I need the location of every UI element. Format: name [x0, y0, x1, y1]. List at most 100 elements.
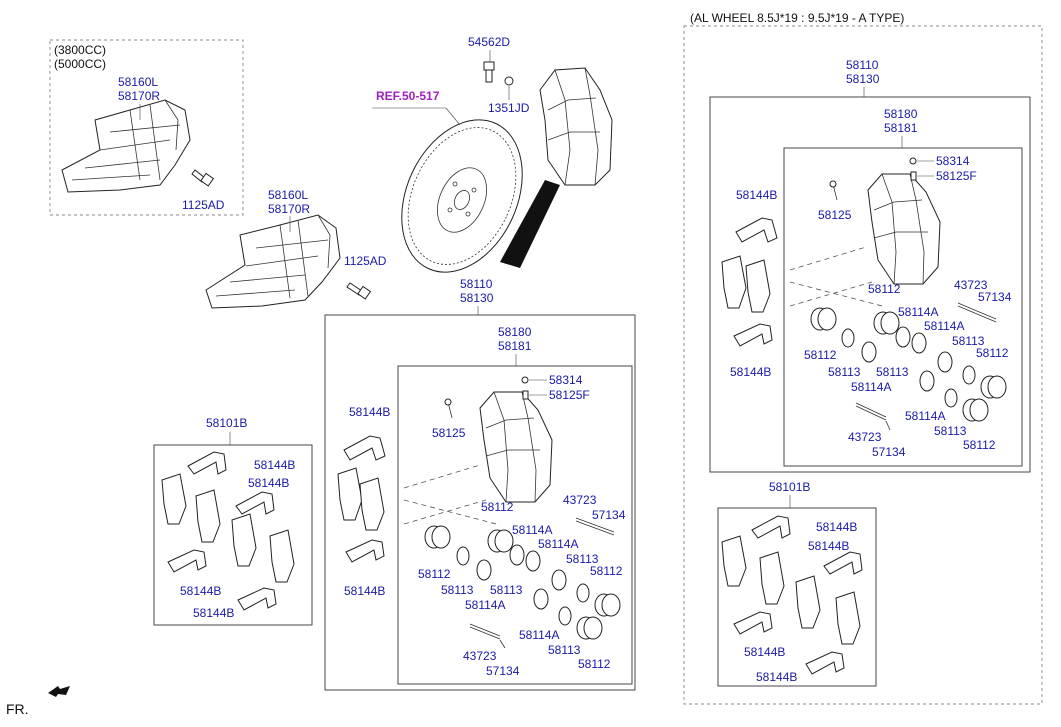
- washer-part-no: 1351JD: [488, 101, 530, 115]
- caliper-assy-box-left: [324, 314, 636, 691]
- pin-left-icon: [444, 398, 453, 419]
- clip-part-no-right-a: 58144B: [736, 188, 777, 202]
- boot-left-3: [551, 569, 567, 591]
- boot-part-no-right-d: 58114A: [905, 409, 945, 423]
- spring-part-no-right-b: 57134: [872, 445, 906, 459]
- boot-part-no-left-a: 58114A: [512, 523, 552, 537]
- piston-part-no-right-b: 58112: [804, 348, 837, 362]
- caliper-body-left: [479, 391, 553, 503]
- seal-left-4: [558, 606, 572, 626]
- shield-bottom-part-no-l: 58160L: [268, 188, 308, 202]
- spring-pin-part-no-right-b: 43723: [848, 430, 882, 444]
- bolt-top-icon: [191, 169, 215, 187]
- bleeder-cap-right-icon: [909, 157, 917, 165]
- pad-kit-left-items: [161, 451, 295, 611]
- piston-right-4: [962, 398, 989, 422]
- boot-left-4: [533, 588, 549, 610]
- piston-part-no-left-a: 58112: [481, 500, 514, 514]
- engine-option-1: (3800CC): [54, 43, 106, 57]
- clip-left-top: [343, 435, 386, 461]
- seal-part-no-right-b: 58113: [876, 365, 909, 379]
- seal-part-no-right-c: 58113: [952, 334, 985, 348]
- clip-left-bottom: [345, 539, 385, 563]
- bleeder-cap-left-icon: [521, 376, 529, 384]
- pad-right-a: [721, 255, 747, 309]
- pad-kit-box-right: [717, 507, 877, 687]
- seal-right-4: [944, 388, 958, 408]
- clip-right-bottom: [733, 323, 773, 347]
- caliper-bolt-part-no: 54562D: [468, 35, 510, 49]
- piston-part-no-right-d: 58112: [963, 438, 996, 452]
- clip-part-no-padkit-right-c: 58144B: [744, 645, 785, 659]
- boot-part-no-left-b: 58114A: [538, 537, 578, 551]
- clip-part-no-padkit-left-c: 58144B: [180, 584, 221, 598]
- spring-pin-part-no-left-a: 43723: [563, 493, 597, 507]
- caliper-mounted: [539, 67, 613, 186]
- piston-part-no-right-a: 58112: [868, 282, 901, 296]
- front-label: FR.: [6, 701, 29, 717]
- spring-part-no-left-a: 57134: [592, 508, 626, 522]
- clip-part-no-padkit-right-d: 58144B: [756, 670, 797, 684]
- clip-part-no-right-b: 58144B: [730, 365, 771, 379]
- seal-left-1: [456, 546, 470, 566]
- boot-right-3: [937, 351, 953, 373]
- seal-right-2: [861, 341, 877, 363]
- piston-right-1: [810, 307, 837, 331]
- boot-right-4: [919, 370, 935, 392]
- clip-part-no-padkit-left-b: 58144B: [248, 476, 289, 490]
- caliper-box-left: [397, 365, 633, 685]
- seal-part-no-right-d: 58113: [934, 424, 967, 438]
- piston-right-3: [980, 375, 1007, 399]
- boot-right-2: [911, 332, 927, 354]
- pad-kit-right-items: [721, 515, 863, 675]
- seal-right-1: [841, 328, 855, 348]
- caliper-no-l-right: 58180: [884, 107, 918, 121]
- boot-left-1: [509, 544, 525, 566]
- spring-pin-right-1: [957, 302, 997, 323]
- shield-top-part-no-r: 58170R: [118, 89, 160, 103]
- bolt-bottom-icon: [346, 282, 372, 300]
- caliper-no-l-left: 58180: [498, 325, 532, 339]
- spring-pin-part-no-right-a: 43723: [954, 278, 988, 292]
- shield-bottom-bolt-part-no: 1125AD: [344, 254, 387, 268]
- caliper-no-r-right: 58181: [884, 121, 918, 135]
- wheel-type-note: (AL WHEEL 8.5J*19 : 9.5J*19 - A TYPE): [690, 11, 904, 25]
- clip-right-top: [735, 217, 778, 243]
- boot-right-1: [895, 326, 911, 348]
- bleeder-right-icon: [910, 171, 917, 181]
- bleeder-part-no-right: 58125F: [936, 169, 977, 183]
- clip-part-no-padkit-left-d: 58144B: [193, 606, 234, 620]
- piston-part-no-left-d: 58112: [578, 657, 611, 671]
- clip-part-no-padkit-left-a: 58144B: [254, 458, 295, 472]
- boot-part-no-left-d: 58114A: [519, 628, 559, 642]
- caliper-assy-no-l-right: 58110: [846, 58, 879, 72]
- boot-part-no-right-a: 58114A: [898, 305, 938, 319]
- caliper-body-right: [867, 173, 941, 285]
- seal-left-2: [476, 559, 492, 581]
- bleeder-cap-part-no-right: 58314: [936, 154, 970, 168]
- dust-shield-bottom: [205, 214, 341, 309]
- shield-bottom-part-no-r: 58170R: [268, 202, 310, 216]
- piston-left-4: [576, 616, 603, 640]
- caliper-bolt-icon: [483, 61, 514, 86]
- caliper-assy-no-r-right: 58130: [846, 72, 880, 86]
- piston-part-no-left-b: 58112: [418, 567, 451, 581]
- pad-left-a: [337, 467, 363, 521]
- front-arrow-icon: [48, 686, 70, 697]
- piston-left-3: [594, 593, 621, 617]
- caliper-assy-box-right: [709, 96, 1031, 473]
- caliper-no-r-left: 58181: [498, 339, 532, 353]
- piston-part-no-right-c: 58112: [976, 346, 1009, 360]
- brake-disc: [401, 119, 560, 273]
- shield-top-bolt-part-no: 1125AD: [182, 198, 225, 212]
- bleeder-part-no-left: 58125F: [549, 388, 590, 402]
- seal-part-no-left-a: 58113: [441, 583, 474, 597]
- boot-part-no-right-b: 58114A: [924, 319, 964, 333]
- clip-part-no-left-a: 58144B: [349, 405, 390, 419]
- pad-kit-part-no-left: 58101B: [206, 416, 247, 430]
- pad-kit-part-no-right: 58101B: [769, 480, 810, 494]
- piston-left-1: [424, 525, 451, 549]
- boot-part-no-right-c: 58114A: [851, 380, 891, 394]
- pad-right-b: [745, 259, 771, 313]
